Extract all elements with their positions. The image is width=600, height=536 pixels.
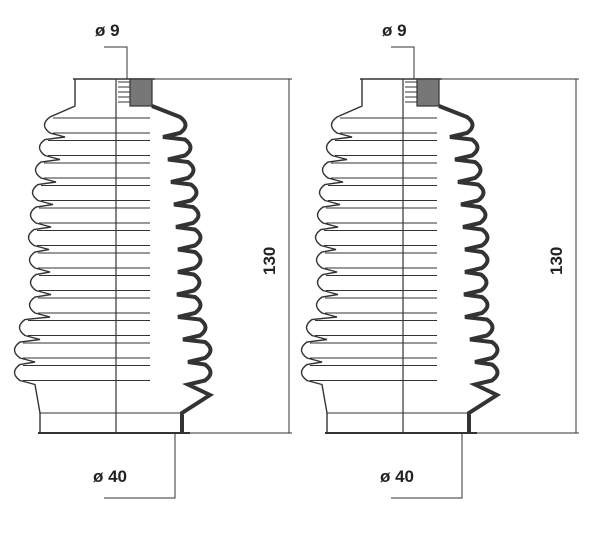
boot-outer-profile — [300, 79, 363, 434]
boot-wall-section — [151, 104, 215, 433]
bottom-diameter-label: ø 40 — [380, 467, 414, 486]
top-diameter-label: ø 9 — [95, 21, 120, 40]
bottom-diameter-leader — [104, 433, 176, 499]
top-diameter-label: ø 9 — [382, 21, 407, 40]
boot-left: ø 9 ø 40 130 — [13, 21, 292, 499]
boot-wall-section — [438, 104, 502, 433]
top-diameter-leader — [391, 46, 415, 79]
neck-section-hatch — [129, 78, 153, 107]
boot-outer-profile — [13, 79, 76, 434]
boot-right: ø 9 ø 40 130 — [300, 21, 579, 499]
length-label: 130 — [260, 247, 279, 275]
neck-section-hatch — [416, 78, 440, 107]
bottom-diameter-label: ø 40 — [93, 467, 127, 486]
bottom-diameter-leader — [391, 433, 463, 499]
top-diameter-leader — [104, 46, 128, 79]
length-label: 130 — [547, 247, 566, 275]
